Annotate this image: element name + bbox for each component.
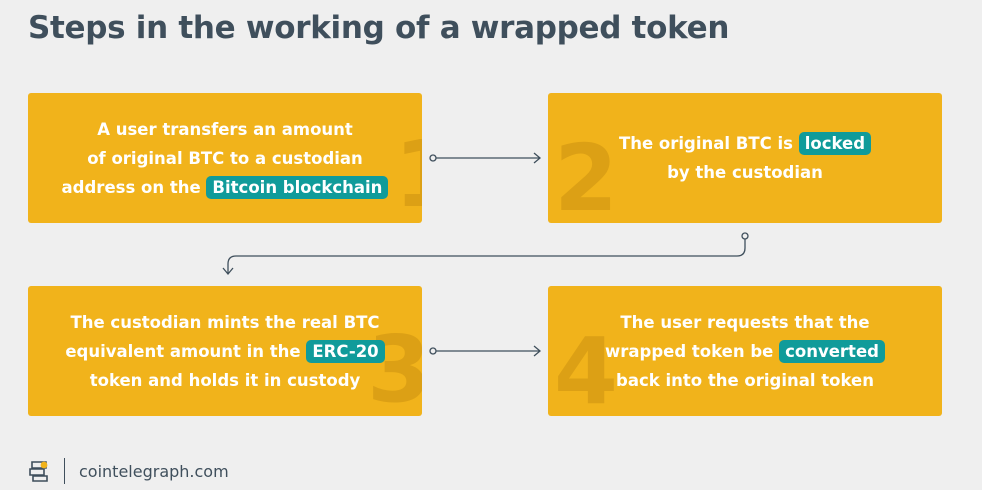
highlight-term: converted <box>779 339 885 363</box>
step-text-line: The original BTC is <box>618 134 793 153</box>
brand-name: cointelegraph.com <box>79 461 229 481</box>
step-number: 2 <box>554 125 619 224</box>
step-text-line: by the custodian <box>667 163 823 182</box>
step-1-box: 1 A user transfers an amount of original… <box>28 93 422 223</box>
footer-separator <box>64 458 65 484</box>
step-text-line: The custodian mints the real BTC <box>70 312 380 332</box>
footer: cointelegraph.com <box>28 456 229 486</box>
step-text-line: token and holds it in custody <box>89 370 361 390</box>
step-number: 3 <box>367 316 422 416</box>
step-text-line: wrapped token be <box>605 341 774 361</box>
highlight-term: Bitcoin blockchain <box>206 175 389 199</box>
step-text-line: equivalent amount in the <box>65 341 301 361</box>
step-text-line: back into the original token <box>616 370 874 390</box>
step-text-line: of original BTC to a custodian <box>87 148 363 168</box>
arrow-3-to-4 <box>429 345 542 357</box>
arrow-2-to-3 <box>222 232 749 276</box>
step-4-box: 4 The user requests that the wrapped tok… <box>548 286 942 416</box>
step-number: 1 <box>394 129 422 221</box>
step-3-box: 3 The custodian mints the real BTC equiv… <box>28 286 422 416</box>
step-text-line: A user transfers an amount <box>97 119 353 139</box>
diagram-title: Steps in the working of a wrapped token <box>28 10 730 46</box>
step-text-line: address on the <box>61 177 201 197</box>
step-number: 4 <box>554 318 619 417</box>
step-2-box: 2 The original BTC is locked by the cust… <box>548 93 942 223</box>
arrow-1-to-2 <box>429 152 542 164</box>
highlight-term: locked <box>798 132 872 155</box>
step-text-line: The user requests that the <box>620 312 870 332</box>
highlight-term: ERC-20 <box>306 339 385 363</box>
cointelegraph-logo-icon <box>29 461 48 482</box>
